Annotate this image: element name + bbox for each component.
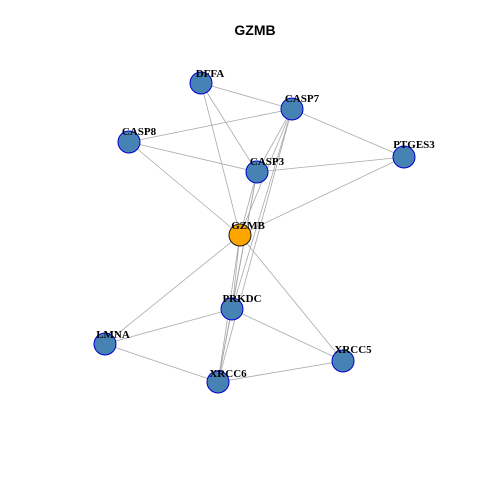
- node-gzmb[interactable]: GZMB: [228, 220, 265, 247]
- edge-casp7-prkdc: [231, 108, 293, 310]
- edge-casp8-casp7: [128, 108, 293, 143]
- node-label: XRCC6: [209, 368, 247, 380]
- edge-xrcc6-xrcc5: [217, 360, 344, 383]
- node-label: DFFA: [196, 68, 225, 80]
- edge-dffa-casp7: [200, 82, 293, 110]
- node-casp7[interactable]: CASP7: [280, 93, 320, 121]
- node-ptges3[interactable]: PTGES3: [392, 139, 435, 169]
- node-xrcc5[interactable]: XRCC5: [331, 344, 372, 373]
- node-prkdc[interactable]: PRKDC: [220, 293, 262, 321]
- edge-dffa-casp3: [200, 82, 258, 173]
- edge-casp7-ptges3: [291, 108, 405, 158]
- node-circle[interactable]: [206, 370, 230, 394]
- node-label: CASP8: [122, 126, 157, 138]
- edge-ptges3-gzmb: [239, 156, 405, 236]
- node-casp8[interactable]: CASP8: [117, 126, 157, 154]
- edge-casp8-casp3: [128, 141, 258, 173]
- edge-gzmb-lmna: [104, 234, 241, 345]
- graph-title: GZMB: [234, 22, 275, 38]
- edge-lmna-xrcc6: [104, 343, 219, 383]
- node-label: XRCC5: [334, 344, 372, 356]
- node-label: PRKDC: [222, 293, 261, 305]
- node-circle[interactable]: [189, 71, 213, 95]
- node-circle[interactable]: [392, 145, 416, 169]
- node-dffa[interactable]: DFFA: [189, 68, 225, 95]
- node-label: CASP3: [250, 156, 285, 168]
- node-xrcc6[interactable]: XRCC6: [206, 368, 247, 394]
- node-circle[interactable]: [331, 349, 355, 373]
- node-label: GZMB: [231, 220, 265, 232]
- edge-prkdc-xrcc5: [231, 308, 344, 362]
- edge-gzmb-xrcc5: [239, 234, 344, 362]
- node-circle[interactable]: [220, 297, 244, 321]
- edge-dffa-gzmb: [200, 82, 241, 236]
- edge-prkdc-xrcc6: [217, 308, 233, 383]
- node-label: LMNA: [96, 329, 130, 341]
- node-circle[interactable]: [280, 97, 304, 121]
- node-circle[interactable]: [117, 130, 141, 154]
- node-casp3[interactable]: CASP3: [245, 156, 285, 184]
- node-circle[interactable]: [228, 223, 252, 247]
- node-circle[interactable]: [93, 332, 117, 356]
- edge-casp8-gzmb: [128, 141, 241, 236]
- edge-casp7-casp3: [256, 108, 293, 173]
- edge-gzmb-prkdc: [231, 234, 241, 310]
- edge-prkdc-lmna: [104, 308, 233, 345]
- node-label: PTGES3: [393, 139, 435, 151]
- node-circle[interactable]: [245, 160, 269, 184]
- edge-casp7-xrcc6: [217, 108, 293, 383]
- edge-casp3-ptges3: [256, 156, 405, 173]
- node-label: CASP7: [285, 93, 320, 105]
- node-lmna[interactable]: LMNA: [93, 329, 130, 356]
